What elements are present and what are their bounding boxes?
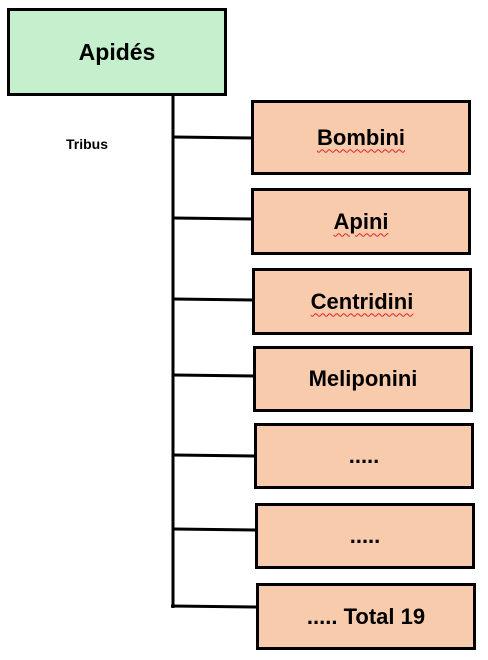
tribe-node-label: .....: [348, 443, 380, 468]
tribe-node-label: Apini: [333, 208, 389, 234]
tribe-node-label: .....: [349, 523, 381, 548]
branch-line: [172, 527, 258, 532]
tribe-node-centridini: Centridini: [252, 268, 472, 335]
branch-line: [172, 135, 254, 140]
branch-label: Tribus: [66, 136, 109, 152]
tribe-node-total: ..... Total 19: [256, 583, 476, 650]
tribe-node-meliponini: Meliponini: [253, 346, 473, 412]
branch-line: [172, 297, 255, 302]
tribe-node-label: Meliponini: [308, 366, 418, 391]
tribe-node-ellipsis: .....: [254, 423, 474, 489]
branch-line: [172, 373, 256, 378]
branch-line: [170, 604, 259, 609]
branch-line: [172, 216, 254, 221]
tribe-node-ellipsis: .....: [255, 503, 475, 569]
tribe-node-label: Bombini: [317, 124, 405, 150]
branch-line: [172, 453, 257, 458]
root-node: Apidés: [7, 8, 227, 96]
root-node-label: Apidés: [78, 38, 156, 65]
tribe-node-label: Centridini: [310, 288, 414, 314]
tribe-node-apini: Apini: [251, 188, 471, 255]
tribe-node-bombini: Bombini: [251, 100, 471, 175]
tribe-node-label: ..... Total 19: [306, 603, 426, 629]
